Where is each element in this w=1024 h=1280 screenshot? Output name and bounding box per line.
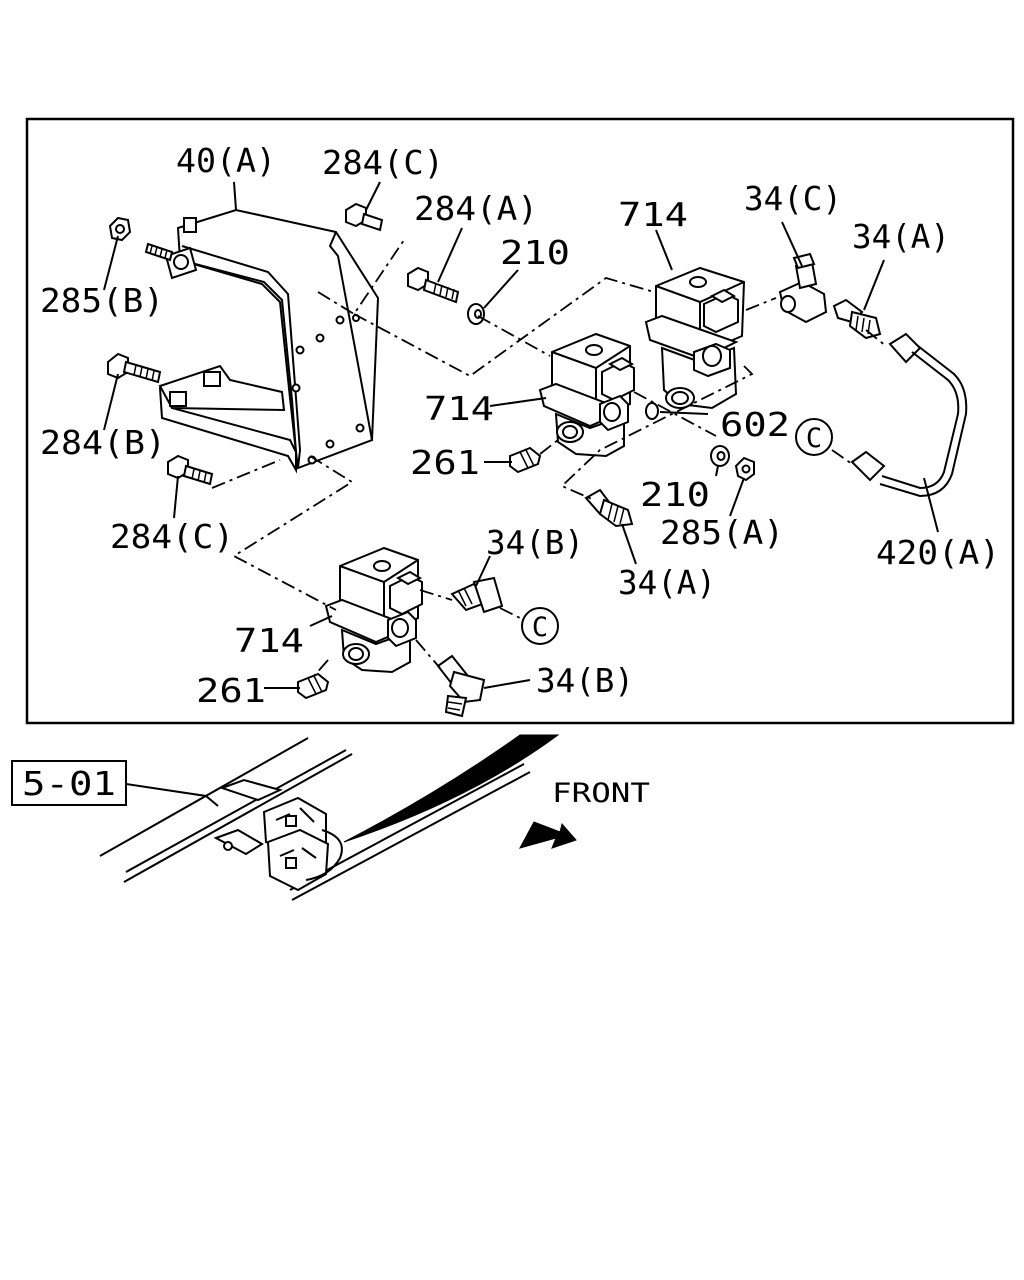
label-210-top: 210 (500, 233, 570, 272)
label-210-bottom: 210 (640, 475, 710, 514)
o-ring-602 (645, 402, 659, 420)
label-284c-bottom: 284(C) (110, 517, 234, 556)
plug-261-mid (509, 446, 542, 474)
label-34a-top: 34(A) (852, 217, 950, 256)
nut-285b (108, 216, 132, 242)
label-714-mid: 714 (424, 389, 494, 428)
valve-714-top (644, 266, 746, 410)
tube-420a (850, 332, 968, 498)
bolt-284a (407, 266, 460, 304)
label-284c-top: 284(C) (322, 143, 444, 182)
label-261-bottom: 261 (196, 671, 266, 710)
front-arrow-icon (519, 821, 577, 849)
label-285a: 285(A) (660, 513, 784, 552)
locator-view: 5-01 FRONT (11, 734, 650, 901)
label-261-mid: 261 (410, 443, 480, 482)
nut-285a (734, 456, 755, 482)
stud-285b (144, 242, 174, 262)
bolt-284c-bottom (167, 454, 214, 486)
elbow-34b-lower (436, 654, 486, 718)
label-285b: 285(B) (40, 281, 164, 320)
leader-lines (103, 181, 939, 689)
reference-box (11, 760, 127, 806)
diagram-frame (25, 117, 1015, 725)
fitting-34a-bottom (584, 488, 634, 528)
label-34b-bottom: 34(B) (536, 661, 634, 700)
svg-text:C: C (532, 612, 548, 643)
label-714-top: 714 (618, 195, 688, 234)
bracket-40a (158, 208, 380, 474)
label-284a: 284(A) (414, 189, 538, 228)
svg-text:C: C (806, 423, 822, 454)
bolt-284c-top (345, 202, 384, 232)
label-714-bottom: 714 (234, 621, 304, 660)
elbow-34b-upper (450, 576, 504, 614)
washer-210-top (467, 303, 485, 325)
washer-210-bottom (710, 445, 730, 467)
label-284b: 284(B) (40, 423, 166, 462)
bolt-284b (107, 352, 162, 384)
label-40a: 40(A) (176, 141, 276, 180)
fitting-34a-top (832, 298, 882, 340)
connector-c-right: C (795, 418, 833, 456)
label-602: 602 (720, 405, 790, 444)
front-label: FRONT (552, 778, 650, 809)
valve-714-mid (538, 332, 635, 458)
label-34a-bottom: 34(A) (618, 563, 716, 602)
tee-fitting-34c (778, 252, 828, 324)
valve-714-bottom (324, 546, 423, 674)
plug-261-bottom (297, 672, 330, 700)
reference-label: 5-01 (22, 764, 116, 803)
label-34c: 34(C) (744, 179, 842, 218)
pointer-swoosh (343, 734, 560, 843)
assembly-lines (211, 239, 887, 677)
label-420a: 420(A) (876, 533, 1000, 572)
connector-c-bottom: C (521, 607, 559, 645)
label-34b-top: 34(B) (486, 523, 584, 562)
